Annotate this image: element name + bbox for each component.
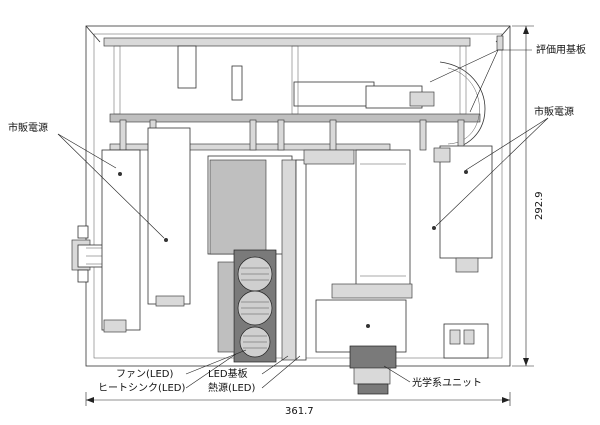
switch-block (443, 323, 489, 359)
corner-bracket-top-right (496, 35, 504, 51)
corner-bevel-top-left (85, 25, 101, 43)
label-psu-right: 市販電源 (534, 105, 574, 118)
psu-right (432, 145, 493, 273)
lens-barrel-lower (353, 367, 391, 385)
label-optics-unit: 光学系ユニット (412, 376, 482, 389)
optics-bottom (349, 345, 397, 395)
fan-stack (217, 249, 277, 363)
lens-tip (357, 383, 389, 395)
connector-tab-bottom (77, 269, 89, 283)
dimension-width: 361.7 (285, 406, 314, 417)
led-board (281, 159, 297, 361)
optics-flange (331, 283, 413, 299)
psu-right-body (439, 145, 493, 259)
lens-barrel-upper (349, 345, 397, 369)
psu-left-side-wall (101, 149, 141, 331)
heatsink-side-fins (217, 261, 235, 353)
label-heat-source: 熱源(LED) (208, 381, 255, 394)
optics-column (303, 149, 413, 353)
label-heatsink: ヒートシンク(LED) (98, 382, 185, 394)
psu-left (101, 127, 191, 333)
label-psu-left: 市販電源 (8, 121, 48, 134)
optics-tube (355, 149, 411, 291)
dimension-lines (85, 25, 534, 406)
heatsink-fins (209, 159, 267, 255)
optics-base (315, 299, 407, 353)
leader-lines (57, 49, 549, 389)
connector-tab-top (77, 225, 89, 239)
board-component-2 (231, 65, 243, 101)
central-block (207, 155, 307, 361)
label-led-board: LED基板 (208, 367, 248, 380)
led-mount (295, 159, 307, 361)
dimension-height: 292.9 (534, 191, 545, 220)
board-component-3 (293, 81, 375, 107)
evaluation-board (103, 37, 486, 151)
top-rail (103, 37, 471, 47)
psu-left-body (147, 127, 191, 305)
board-connector (409, 91, 435, 107)
label-fan: ファン(LED) (116, 369, 173, 380)
label-eval-board: 評価用基板 (536, 43, 586, 56)
optics-top-cap (303, 149, 355, 165)
board-component-1 (177, 45, 197, 89)
